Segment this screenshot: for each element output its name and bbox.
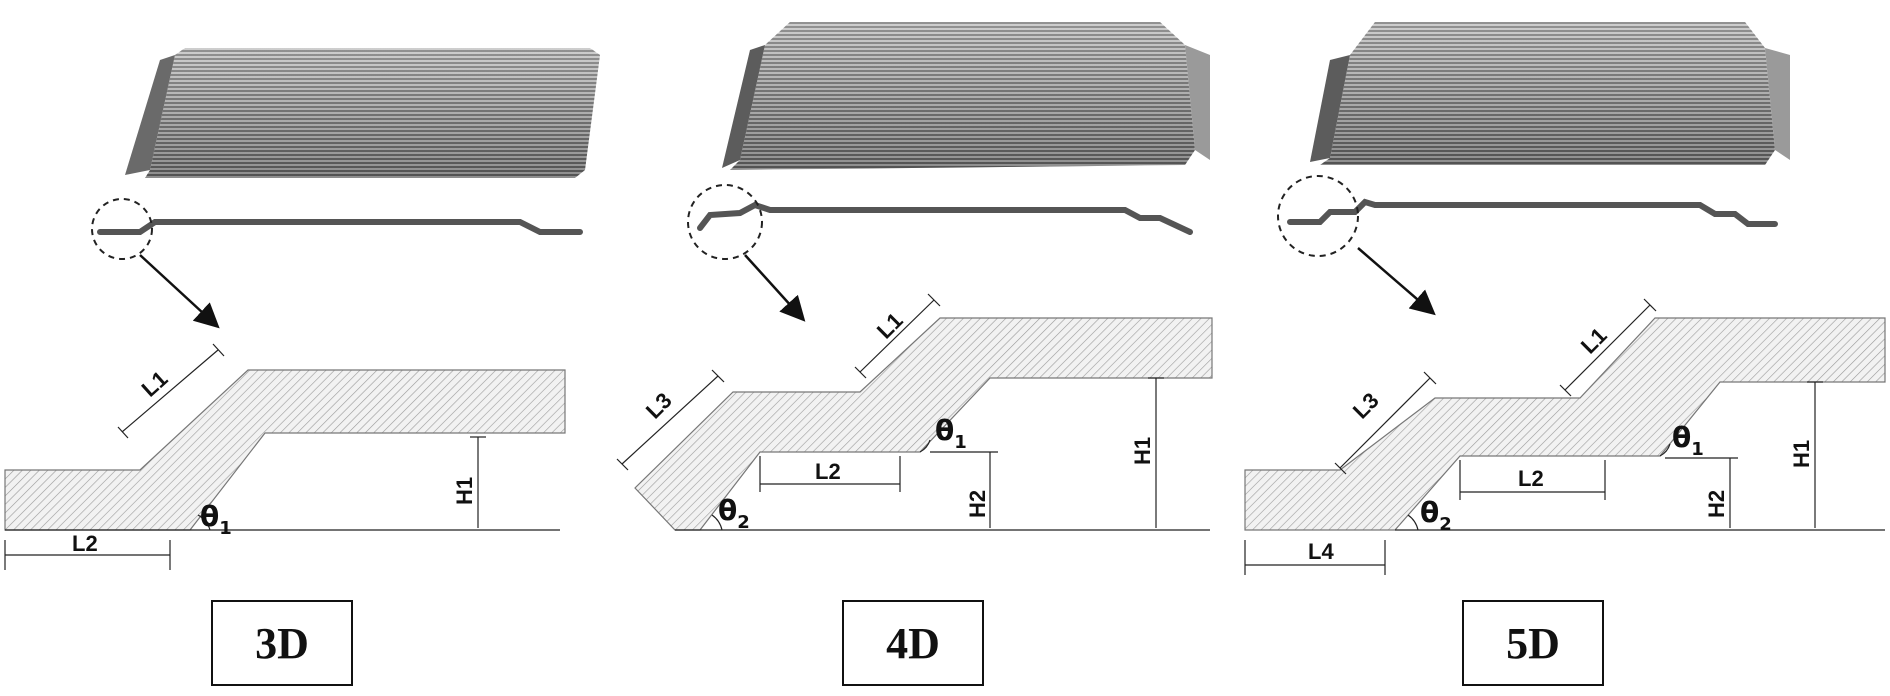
- l3-label-5d: L3: [1348, 388, 1384, 424]
- zoom-arrow-4d: [744, 254, 806, 322]
- single-fiber-4d: [697, 201, 1193, 235]
- panel-5d: L3 L1 L2 L4 θ1 θ2 H2 H1: [1244, 22, 1886, 575]
- fiber-bundle-3d: [125, 48, 600, 178]
- single-fiber-5d: [1287, 198, 1778, 227]
- h2-label-4d: H2: [965, 490, 990, 518]
- l2-label-3d: L2: [72, 531, 98, 556]
- caption-3d: 3D: [211, 600, 353, 686]
- h2-label-5d: H2: [1704, 490, 1729, 518]
- l2-label-4d: L2: [815, 459, 841, 484]
- zoom-circle-5d: [1277, 175, 1359, 257]
- h1-label-5d: H1: [1789, 440, 1814, 468]
- theta1-label-4d: θ1: [935, 414, 967, 453]
- zoom-circle-3d: [91, 198, 153, 260]
- panel-4d: L3 L1 L2 θ1 θ2 H2 H1: [616, 22, 1213, 533]
- theta1-label-5d: θ1: [1672, 421, 1704, 460]
- panel-3d: θ1 L1 L2 H1: [4, 48, 600, 570]
- zoom-circle-4d: [687, 184, 763, 260]
- zoom-arrow-3d: [139, 254, 220, 329]
- caption-5d: 5D: [1462, 600, 1604, 686]
- caption-4d: 4D: [842, 600, 984, 686]
- fiber-bundle-5d: [1310, 22, 1790, 165]
- hook-profile-3d: [4, 369, 566, 531]
- fiber-bundle-4d: [722, 22, 1210, 170]
- theta1-label-3d: θ1: [200, 500, 232, 539]
- l1-label-5d: L1: [1576, 323, 1612, 359]
- theta2-label-4d: θ2: [718, 494, 750, 533]
- l1-label-4d: L1: [872, 308, 908, 344]
- l4-label-5d: L4: [1308, 539, 1334, 564]
- h1-label-3d: H1: [452, 477, 477, 505]
- single-fiber-3d: [97, 219, 583, 235]
- hook-profile-5d: [1244, 317, 1886, 531]
- h1-label-4d: H1: [1130, 437, 1155, 465]
- zoom-arrow-5d: [1357, 247, 1436, 316]
- theta2-label-5d: θ2: [1420, 496, 1452, 535]
- l2-label-5d: L2: [1518, 466, 1544, 491]
- l1-label-3d: L1: [137, 366, 173, 402]
